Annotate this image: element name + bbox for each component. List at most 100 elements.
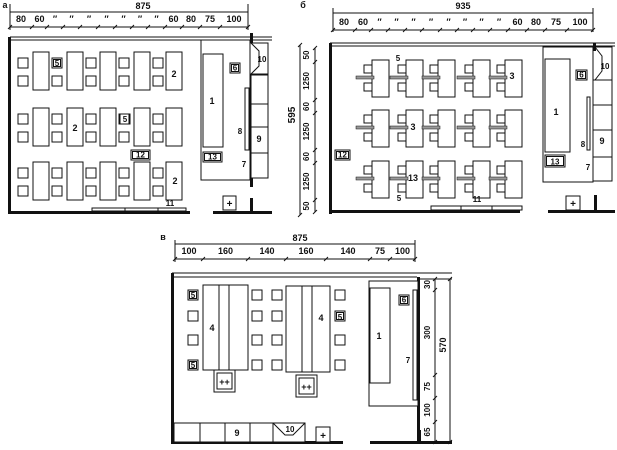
student-desk bbox=[66, 107, 84, 147]
panel-a-dim-label: ″ bbox=[104, 14, 109, 24]
panel-b-dim-label: ″ bbox=[463, 17, 468, 27]
desk-screen bbox=[355, 176, 375, 181]
panel-b-dim-tick bbox=[524, 27, 530, 33]
student-chair bbox=[496, 64, 506, 74]
panel-b-dim-tick bbox=[470, 27, 476, 33]
student-chair bbox=[464, 183, 474, 193]
panel-b-dim-tick bbox=[505, 27, 511, 33]
panel-b-vdim-tick bbox=[312, 59, 318, 65]
student-chair bbox=[397, 183, 407, 193]
cabinets bbox=[173, 422, 274, 443]
panel-a-dim-label: ″ bbox=[154, 14, 159, 24]
student-chair bbox=[85, 75, 97, 87]
callout-12-box-text: 12 bbox=[338, 151, 347, 160]
panel-c-dim-label: 100 bbox=[395, 246, 410, 256]
panel-a-total-width: 875 bbox=[135, 1, 150, 11]
callout-6-box-text: 6 bbox=[402, 296, 407, 305]
student-chair bbox=[187, 334, 199, 346]
sink-taps: ++ bbox=[219, 377, 230, 387]
student-chair bbox=[118, 167, 130, 179]
callout-1: 1 bbox=[376, 331, 381, 341]
panel-b-vdim-label: 1250 bbox=[302, 172, 311, 190]
desk-screen bbox=[389, 125, 409, 130]
windowsill bbox=[430, 205, 523, 211]
callout-8: 8 bbox=[238, 127, 243, 136]
student-desk bbox=[32, 107, 50, 147]
student-chair bbox=[85, 57, 97, 69]
student-chair bbox=[496, 183, 506, 193]
panel-b-vdim-label: 1250 bbox=[302, 72, 311, 90]
panel-a-door-wall bbox=[213, 211, 272, 214]
desk-screen bbox=[389, 75, 409, 80]
student-chair bbox=[187, 289, 199, 301]
panel-c-vdim-tick bbox=[432, 395, 438, 401]
student-chair bbox=[85, 185, 97, 197]
panel-c-vdim-label: 100 bbox=[423, 403, 432, 417]
desk-screen bbox=[456, 125, 476, 130]
panel-b-dim-tick bbox=[564, 27, 570, 33]
callout-12-box-inner bbox=[336, 151, 349, 159]
student-chair bbox=[85, 131, 97, 143]
callout-4: 4 bbox=[209, 323, 214, 333]
student-chair bbox=[251, 310, 263, 322]
panel-c-dim-label: 75 bbox=[375, 246, 385, 256]
callout-11: 11 bbox=[473, 195, 482, 204]
student-chair bbox=[429, 165, 439, 175]
panel-c-vdim-label: 65 bbox=[423, 427, 432, 436]
panel-b-vdim-label: 60 bbox=[302, 152, 311, 161]
tick bbox=[447, 439, 453, 445]
panel-b-dim-label: ″ bbox=[377, 17, 382, 27]
student-desk bbox=[133, 161, 151, 201]
callout-13-box-text: 13 bbox=[208, 153, 217, 162]
teacher-demo-table bbox=[544, 58, 571, 153]
student-desk bbox=[133, 51, 151, 91]
callout-2: 2 bbox=[72, 123, 77, 133]
panel-c-vdim-tick bbox=[432, 439, 438, 445]
student-chair bbox=[51, 167, 63, 179]
lab-desk bbox=[437, 160, 456, 199]
panel-a-dim-label: 60 bbox=[34, 14, 44, 24]
panel-b-dim-label: ″ bbox=[446, 17, 451, 27]
callout-5-frame bbox=[336, 312, 344, 320]
panel-a-dim-tick bbox=[95, 24, 101, 30]
desk-screen bbox=[421, 75, 441, 80]
panel-b-vdim-tick bbox=[312, 45, 318, 51]
panel-a-dim-label: 80 bbox=[186, 14, 196, 24]
student-chair bbox=[271, 310, 283, 322]
panel-a-dim-label: ″ bbox=[138, 14, 143, 24]
fume-hood-10 bbox=[272, 422, 306, 443]
panel-a-dim-tick bbox=[44, 24, 50, 30]
student-chair bbox=[251, 334, 263, 346]
callout-5: 5 bbox=[55, 59, 60, 68]
student-chair bbox=[51, 185, 63, 197]
lab-desk bbox=[472, 160, 491, 199]
panel-b-dim-tick bbox=[542, 27, 548, 33]
student-chair bbox=[251, 359, 263, 371]
first-aid-box bbox=[222, 195, 237, 211]
callout-2: 2 bbox=[172, 176, 177, 186]
panel-a-left-wall bbox=[8, 37, 11, 214]
callout-6-box-text: 6 bbox=[233, 64, 238, 73]
panel-b-dim-label: 100 bbox=[572, 17, 587, 27]
callout-9: 9 bbox=[256, 134, 261, 144]
callout-2: 2 bbox=[171, 69, 176, 79]
student-chair bbox=[397, 165, 407, 175]
callout-7: 7 bbox=[242, 160, 247, 169]
student-chair bbox=[429, 114, 439, 124]
desk-screen bbox=[421, 176, 441, 181]
panel-b-dim-label: ″ bbox=[429, 17, 434, 27]
student-chair bbox=[17, 75, 29, 87]
door-post bbox=[418, 430, 421, 442]
callout-7: 7 bbox=[586, 163, 591, 172]
student-chair bbox=[51, 113, 63, 125]
student-chair bbox=[187, 310, 199, 322]
teacher-demo-table bbox=[369, 287, 391, 384]
panel-b-dim-tick bbox=[352, 27, 358, 33]
panel-b-dim-tick bbox=[590, 27, 596, 33]
callout-5-frame bbox=[189, 291, 197, 299]
student-chair bbox=[464, 64, 474, 74]
panel-b-vdim-tick bbox=[312, 97, 318, 103]
callout-5-frame bbox=[189, 361, 197, 369]
first-aid-box-symbol: + bbox=[227, 199, 233, 210]
